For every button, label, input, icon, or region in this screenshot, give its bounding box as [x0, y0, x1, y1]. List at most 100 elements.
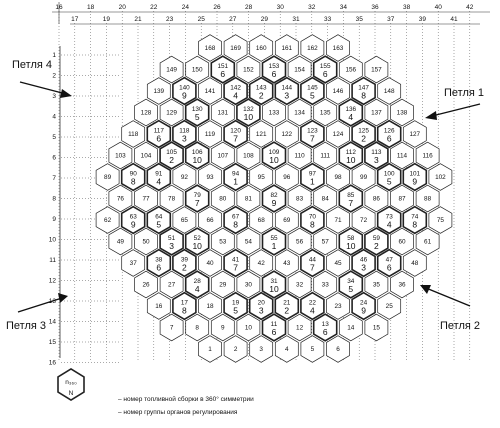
control-group-number: 10: [192, 241, 202, 251]
assembly-number: 98: [334, 174, 342, 181]
assembly-number: 24: [360, 300, 368, 307]
control-group-number: 3: [169, 241, 174, 251]
fuel-assembly: 8: [185, 313, 210, 342]
assembly-number: 106: [192, 149, 203, 156]
assembly-number: 64: [155, 214, 163, 221]
assembly-hex: [95, 163, 120, 191]
control-assembly-hex: [364, 141, 389, 170]
fuel-assembly: 15: [364, 313, 389, 342]
control-assembly-hex: [159, 227, 184, 256]
control-assembly-hex: [312, 313, 338, 342]
assembly-number: 113: [371, 149, 382, 156]
assembly-number: 143: [256, 85, 267, 92]
assembly-number: 68: [258, 217, 266, 224]
control-group-number: 4: [387, 220, 392, 230]
fuel-assembly: 129: [159, 98, 184, 127]
loop-4-arrow: [19, 81, 72, 98]
assembly-number: 140: [179, 85, 190, 92]
control-group-number: 7: [233, 263, 238, 273]
legend-assembly-text: – номер топливной сборки в 360° симметри…: [118, 395, 254, 403]
fuel-assembly: 513: [159, 227, 184, 256]
assembly-number: 118: [128, 131, 139, 138]
fuel-assembly: 124: [326, 120, 350, 148]
assembly-number: 121: [256, 131, 267, 138]
left-axis-label: 2: [52, 73, 56, 80]
fuel-assembly: 45: [326, 249, 350, 277]
assembly-number: 69: [283, 217, 291, 224]
assembly-number: 157: [371, 67, 382, 74]
assembly-number: 67: [232, 214, 240, 221]
assembly-hex: [274, 335, 299, 363]
assembly-hex: [313, 227, 338, 256]
left-axis-label: 12: [49, 278, 57, 285]
control-assembly-hex: [248, 76, 274, 106]
assembly-hex: [287, 184, 312, 213]
control-assembly-hex: [364, 227, 389, 256]
assembly-hex: [223, 34, 248, 62]
assembly-hex: [159, 184, 184, 213]
top-axis-label: 29: [261, 16, 269, 23]
assembly-number: 29: [219, 282, 227, 289]
assembly-hex: [326, 292, 350, 320]
fuel-assembly: 116: [261, 313, 287, 342]
assembly-number: 38: [155, 257, 163, 264]
assembly-number: 151: [217, 63, 228, 70]
control-assembly-hex: [184, 141, 210, 170]
assembly-number: 80: [219, 196, 227, 203]
fuel-assembly: 645: [146, 205, 172, 235]
assembly-number: 134: [294, 110, 305, 117]
loop-2-arrow: [420, 285, 471, 307]
control-group-number: 9: [412, 177, 417, 187]
control-group-number: 8: [131, 177, 136, 187]
fuel-assembly: 111: [313, 141, 338, 170]
fuel-assembly: 161: [274, 34, 299, 62]
assembly-number: 145: [307, 85, 318, 92]
control-group-number: 6: [323, 327, 328, 337]
assembly-number: 132: [243, 106, 254, 113]
fuel-assembly: 4: [274, 335, 299, 363]
assembly-number: 154: [294, 67, 305, 74]
control-assembly-hex: [184, 270, 210, 299]
assembly-number: 142: [230, 85, 241, 92]
left-axis-label: 5: [52, 134, 56, 141]
fuel-assembly: 62: [95, 206, 120, 234]
assembly-number: 135: [320, 110, 331, 117]
assembly-number: 116: [423, 153, 434, 160]
assembly-hex: [274, 120, 299, 148]
assembly-hex: [390, 270, 414, 299]
assembly-hex: [326, 77, 350, 105]
assembly-number: 15: [373, 325, 381, 332]
assembly-hex: [364, 55, 389, 84]
assembly-hex: [134, 270, 158, 299]
assembly-number: 66: [206, 217, 214, 224]
assembly-hex: [274, 249, 299, 277]
assembly-hex: [249, 335, 274, 363]
assembly-number: 54: [245, 239, 253, 246]
assembly-hex: [198, 120, 222, 148]
control-group-number: 2: [361, 134, 366, 144]
assembly-number: 23: [334, 303, 342, 310]
assembly-number: 137: [371, 110, 382, 117]
fuel-assembly: 14: [338, 313, 363, 342]
assembly-number: 7: [170, 325, 174, 332]
fuel-assembly: 80: [210, 184, 235, 213]
top-axis-label: 24: [182, 4, 190, 11]
control-assembly-hex: [351, 119, 376, 149]
assembly-hex: [172, 163, 197, 191]
control-group-number: 5: [310, 91, 315, 101]
assembly-number: 78: [168, 196, 176, 203]
assembly-number: 112: [346, 149, 357, 156]
assembly-hex: [326, 163, 350, 191]
assembly-number: 65: [181, 217, 189, 224]
assembly-hex: [326, 34, 350, 62]
control-assembly-hex: [402, 162, 428, 192]
assembly-number: 162: [307, 45, 318, 52]
assembly-number: 107: [217, 153, 228, 160]
fuel-assembly: 23: [326, 292, 350, 320]
control-group-number: 7: [195, 198, 200, 208]
